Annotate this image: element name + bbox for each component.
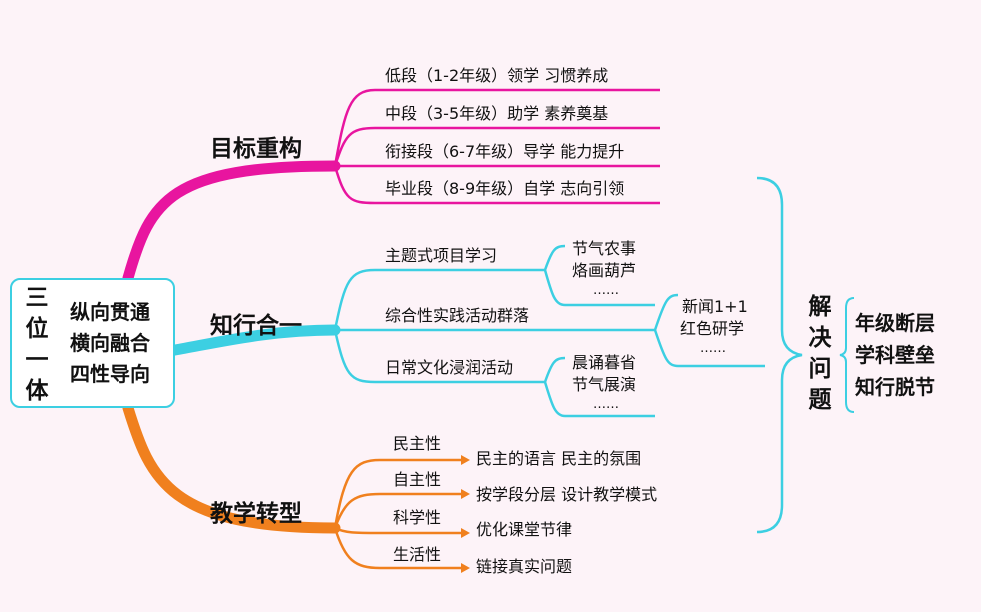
branch-connector-teaching [122,402,341,534]
target-sub-connectors [333,88,660,205]
practice-item: 日常文化浸润活动 [385,358,514,377]
solve-title: 解 决 问 题 [806,292,834,416]
solve-item: 年级断层 [855,311,935,335]
practice-sub-connectors [333,244,765,418]
teaching-item: 民主性 [393,434,442,453]
root-title-char: 三 [25,285,49,311]
branch-connector-target [122,160,341,284]
solve-items-brace [839,297,855,413]
target-item: 衔接段（6-7年级）导学 能力提升 [385,142,625,161]
root-line: 纵向贯通 [70,300,150,324]
teaching-sub-connectors [333,458,462,570]
solve-item: 知行脱节 [855,375,935,399]
root-title: 三 位 一 体 [23,283,51,407]
root-node [10,278,175,408]
solve-title-char: 题 [808,387,832,413]
practice-example: …… [593,283,619,298]
teaching-item: 科学性 [393,508,442,527]
target-item: 毕业段（8-9年级）自学 志向引领 [385,179,625,198]
solve-title-char: 问 [808,356,832,382]
solve-item: 学科壁垒 [855,343,935,367]
practice-item: 主题式项目学习 [385,246,498,265]
branch-label-practice: 知行合一 [210,313,302,339]
branch-label-teaching: 教学转型 [210,501,302,527]
practice-example: 节气农事 [572,239,637,258]
solve-title-char: 解 [808,294,832,320]
branch-connector-practice [169,324,341,356]
solve-brace [756,176,803,534]
root-title-char: 体 [25,378,49,404]
teaching-item: 自主性 [393,470,442,489]
teaching-item: 生活性 [393,545,442,564]
root-title-char: 位 [25,316,49,342]
root-line: 四性导向 [70,362,150,386]
teaching-result: 优化课堂节律 [476,520,573,539]
root-title-char: 一 [25,347,49,373]
practice-example: 节气展演 [572,375,637,394]
solve-title-char: 决 [808,325,832,351]
practice-example: …… [593,397,619,412]
root-line: 横向融合 [70,331,150,355]
practice-example: 烙画葫芦 [572,261,637,280]
teaching-arrowheads [461,455,470,573]
teaching-result: 按学段分层 设计教学模式 [476,485,658,504]
practice-example: 晨诵暮省 [572,353,637,372]
practice-example: …… [700,341,726,356]
practice-example: 新闻1+1 [682,297,748,316]
practice-example: 红色研学 [680,319,745,338]
target-item: 低段（1-2年级）领学 习惯养成 [385,66,609,85]
teaching-result: 链接真实问题 [476,557,573,576]
branch-label-target: 目标重构 [210,136,302,162]
practice-item: 综合性实践活动群落 [385,306,530,325]
teaching-result: 民主的语言 民主的氛围 [476,449,642,468]
target-item: 中段（3-5年级）助学 素养奠基 [385,104,609,123]
